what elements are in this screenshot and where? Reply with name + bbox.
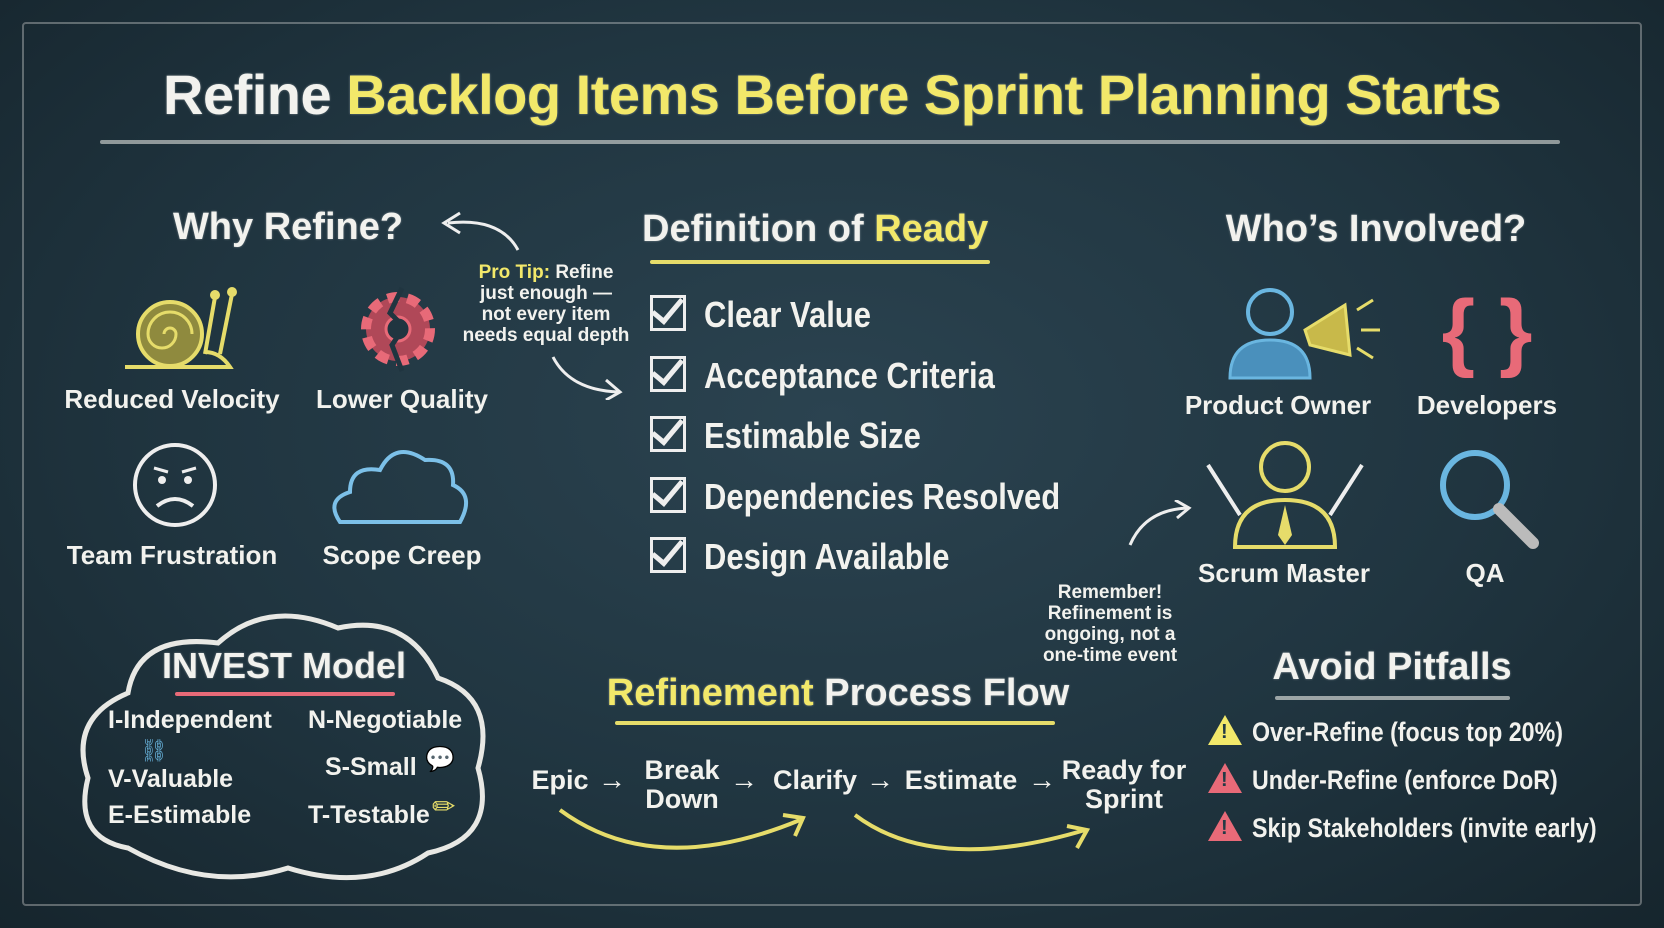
scrum-master-icon — [1206, 441, 1364, 549]
checkbox-checked-icon — [650, 356, 686, 392]
why-heading: Why Refine? — [172, 206, 404, 248]
invest-item: E-Estimable — [108, 801, 252, 829]
pitfall-item: !Over-Refine (focus top 20%) — [1208, 715, 1614, 748]
pitfall-item: !Under-Refine (enforce DoR) — [1208, 763, 1608, 796]
why-item-label: Team Frustration — [66, 540, 278, 570]
curved-arrow-icon — [1128, 500, 1192, 546]
warning-icon: ! — [1208, 811, 1242, 841]
flow-curved-arrows — [558, 808, 1091, 852]
invest-item: T-Testable — [308, 801, 430, 829]
dor-underline — [650, 260, 990, 264]
magnifier-icon — [1440, 450, 1539, 549]
why-item-label: Reduced Velocity — [64, 384, 280, 414]
title-underline — [100, 140, 1560, 144]
role-label: Product Owner — [1184, 390, 1372, 420]
speech-bubble-icon: 💬 — [425, 746, 455, 773]
broken-gear-icon — [361, 286, 435, 372]
invest-item: I-Independent — [108, 706, 272, 734]
role-label: QA — [1465, 558, 1505, 588]
link-icon: ⛓ — [140, 738, 168, 763]
pitfall-item: !Skip Stakeholders (invite early) — [1208, 811, 1653, 844]
invest-item: N-Negotiable — [308, 706, 463, 734]
why-item-label: Lower Quality — [316, 384, 488, 414]
flow-step-estimate: Estimate — [904, 765, 1018, 795]
page-title: Refine Backlog Items Before Sprint Plann… — [163, 63, 1501, 126]
curly-braces-icon: { } — [1441, 283, 1533, 379]
checkbox-checked-icon — [650, 537, 686, 573]
arrow-right-icon: → — [866, 764, 894, 795]
ruler-pencil-icon: ✏ — [432, 791, 456, 822]
role-label: Developers — [1416, 390, 1558, 420]
invest-heading: INVEST Model — [161, 645, 407, 686]
dor-heading: Definition of Ready — [642, 208, 989, 250]
invest-item: V-Valuable — [108, 765, 234, 793]
warning-icon: ! — [1208, 763, 1242, 793]
flow-step-ready-for-sprint: Ready for Sprint — [1061, 755, 1187, 814]
checkbox-checked-icon — [650, 416, 686, 452]
dor-item: Design Available — [650, 536, 989, 578]
curved-arrow-icon — [551, 356, 623, 400]
pitfalls-underline — [1275, 696, 1510, 700]
cloud-icon — [332, 450, 469, 524]
sad-face-icon — [133, 443, 217, 527]
dor-item: Estimable Size — [650, 415, 956, 457]
flow-heading: Refinement Process Flow — [606, 672, 1070, 714]
why-item-label: Scope Creep — [322, 540, 482, 570]
arrow-right-icon: → — [1028, 764, 1056, 795]
arrow-right-icon: → — [730, 764, 758, 795]
invest-cloud-outline — [80, 613, 486, 881]
flow-underline — [615, 721, 1055, 725]
flow-step-clarify: Clarify — [772, 765, 858, 795]
snail-icon — [125, 287, 237, 369]
flow-step-break-down: Break Down — [644, 755, 720, 814]
arrow-right-icon: → — [598, 764, 626, 795]
warning-icon: ! — [1208, 715, 1242, 745]
person-megaphone-icon — [1228, 288, 1380, 380]
invest-item: S-Small — [325, 753, 417, 781]
dor-item: Dependencies Resolved — [650, 476, 1118, 518]
board-frame — [22, 22, 1642, 906]
checkbox-checked-icon — [650, 295, 686, 331]
flow-step-epic: Epic — [531, 765, 589, 795]
dor-item: Acceptance Criteria — [650, 355, 1042, 397]
checkbox-checked-icon — [650, 477, 686, 513]
invest-underline — [175, 692, 395, 696]
curved-arrow-icon — [441, 211, 520, 251]
who-heading: Who’s Involved? — [1225, 208, 1527, 250]
dor-item: Clear Value — [650, 294, 898, 336]
pitfalls-heading: Avoid Pitfalls — [1272, 646, 1512, 688]
role-label: Scrum Master — [1198, 558, 1370, 588]
